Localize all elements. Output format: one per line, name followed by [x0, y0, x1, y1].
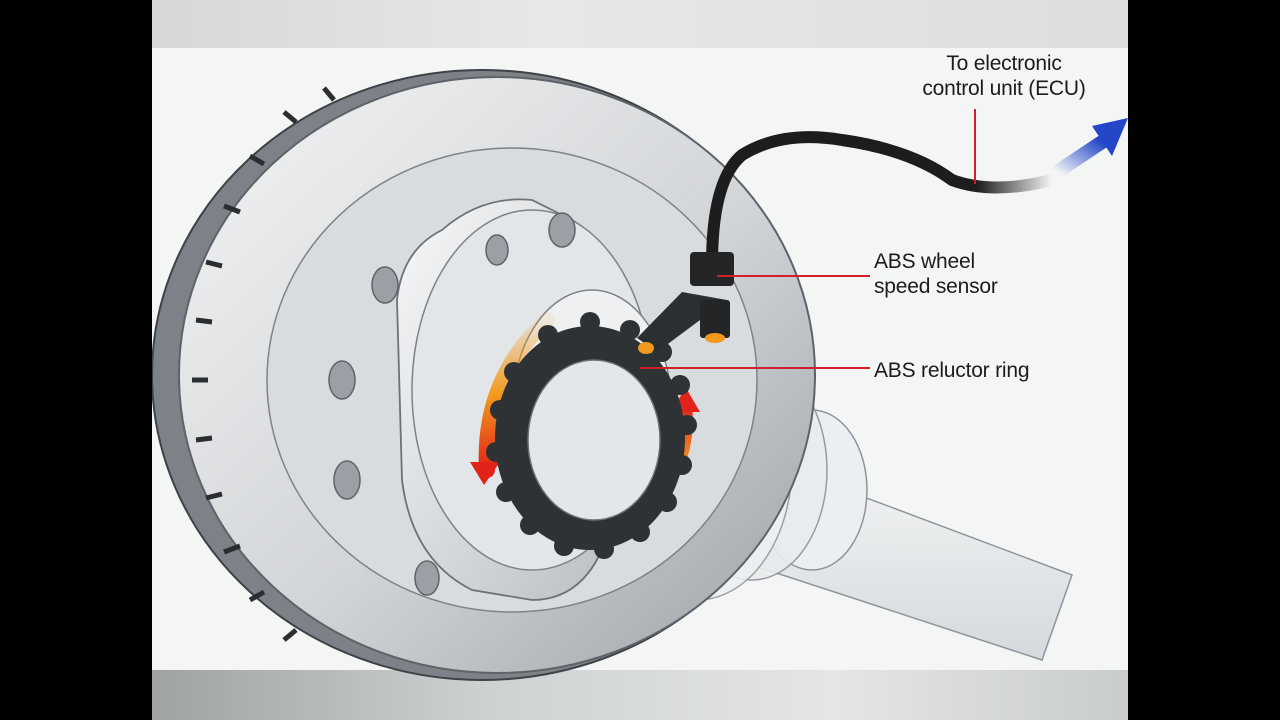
wheel-speed-sensor — [637, 252, 734, 354]
label-ecu: To electronic control unit (ECU) — [922, 52, 1086, 100]
sensor-cable — [706, 131, 1058, 271]
abs-wheel-illustration — [152, 69, 1128, 681]
disc-vents — [192, 86, 336, 642]
reluctor-ring — [486, 312, 697, 559]
diagram-panel: To electronic control unit (ECU) ABS whe… — [152, 0, 1128, 720]
leader-lines — [640, 109, 976, 369]
label-wheel-speed-sensor: ABS wheel speed sensor — [874, 250, 998, 298]
reluctor-teeth — [486, 312, 697, 559]
ecu-direction-arrow — [1050, 118, 1128, 179]
bottom-band — [152, 670, 1128, 720]
lug-holes — [328, 212, 576, 596]
label-reluctor-ring: ABS reluctor ring — [874, 359, 1030, 382]
top-band — [152, 0, 1128, 48]
